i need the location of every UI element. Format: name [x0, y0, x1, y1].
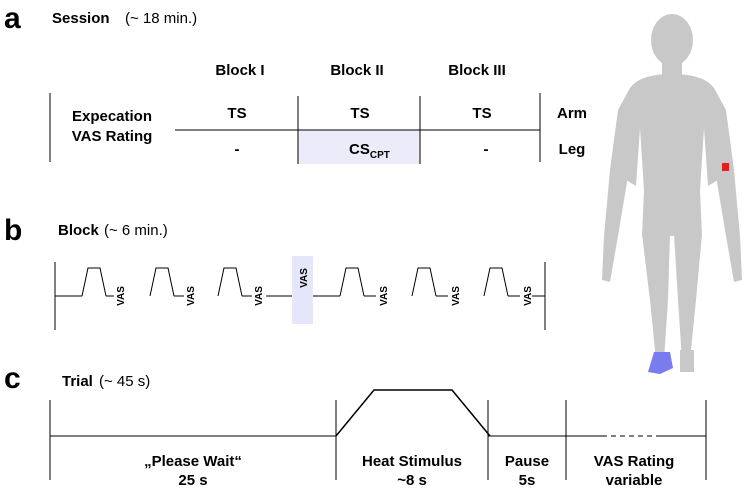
session-duration: (~ 18 min.)	[125, 10, 197, 27]
cell-leg-block-3: -	[484, 141, 489, 158]
site-leg: Leg	[559, 141, 586, 158]
cell-arm-block-2: TS	[350, 105, 369, 122]
vas-rating-label: VAS	[523, 286, 534, 306]
column-block-1: Block I	[215, 62, 264, 79]
vas-rating-label: VAS Rating	[72, 128, 153, 145]
body-left-upper-leg	[674, 234, 702, 360]
phase-pause-label: Pause	[505, 453, 549, 470]
body-right-arm	[602, 88, 636, 282]
vas-rating-label: VAS	[116, 286, 127, 306]
vas-rating-label: VAS	[451, 286, 462, 306]
heat-stimulus-trapezoid	[149, 267, 175, 297]
heat-stimulus-trapezoid	[339, 267, 365, 297]
panel-letter-b: b	[4, 214, 22, 247]
phase-vas-duration: variable	[606, 472, 663, 489]
vas-rating-label: VAS	[299, 268, 310, 288]
block-title: Block	[58, 222, 100, 239]
heat-ramp	[335, 389, 491, 437]
body-neck	[662, 60, 682, 76]
panel-letter-c: c	[4, 362, 21, 395]
body-torso	[626, 74, 718, 236]
phase-vas-label: VAS Rating	[594, 453, 675, 470]
trial-title: Trial	[62, 373, 93, 390]
expectation-label: Expecation	[72, 108, 152, 125]
heat-stimulus-trapezoid	[483, 267, 509, 297]
phase-heat-duration: ~8 s	[397, 472, 427, 489]
arm-stimulation-marker	[722, 163, 729, 171]
body-left-arm	[708, 88, 742, 282]
session-title: Session	[52, 10, 110, 27]
body-left-foot	[680, 350, 694, 372]
phase-pause-duration: 5s	[519, 472, 536, 489]
cell-leg-block-1: -	[235, 141, 240, 158]
cs-cell-highlight	[298, 130, 420, 164]
human-body-illustration	[602, 14, 742, 372]
vas-rating-label: VAS	[379, 286, 390, 306]
foot-cold-pressor-marker	[648, 352, 673, 374]
vas-rating-label: VAS	[254, 286, 265, 306]
cell-arm-block-3: TS	[472, 105, 491, 122]
vas-rating-label: VAS	[186, 286, 197, 306]
column-block-3: Block III	[448, 62, 506, 79]
cell-leg-block-2: CSCPT	[349, 141, 390, 161]
body-right-upper-leg	[642, 234, 670, 360]
phase-wait-label: „Please Wait“	[144, 453, 242, 470]
block-duration: (~ 6 min.)	[104, 222, 168, 239]
site-arm: Arm	[557, 105, 587, 122]
block-sequence: VAS VAS VAS VAS VAS VAS VAS	[55, 267, 545, 306]
heat-stimulus-trapezoid	[81, 267, 107, 297]
heat-stimulus-trapezoid	[217, 267, 243, 297]
heat-stimulus-trapezoid	[411, 267, 437, 297]
column-block-2: Block II	[330, 62, 383, 79]
panel-letter-a: a	[4, 2, 21, 35]
phase-wait-duration: 25 s	[178, 472, 207, 489]
cs-vas-highlight	[292, 256, 313, 324]
body-head	[651, 14, 693, 66]
trial-duration: (~ 45 s)	[99, 373, 150, 390]
phase-heat-label: Heat Stimulus	[362, 453, 462, 470]
cell-arm-block-1: TS	[227, 105, 246, 122]
